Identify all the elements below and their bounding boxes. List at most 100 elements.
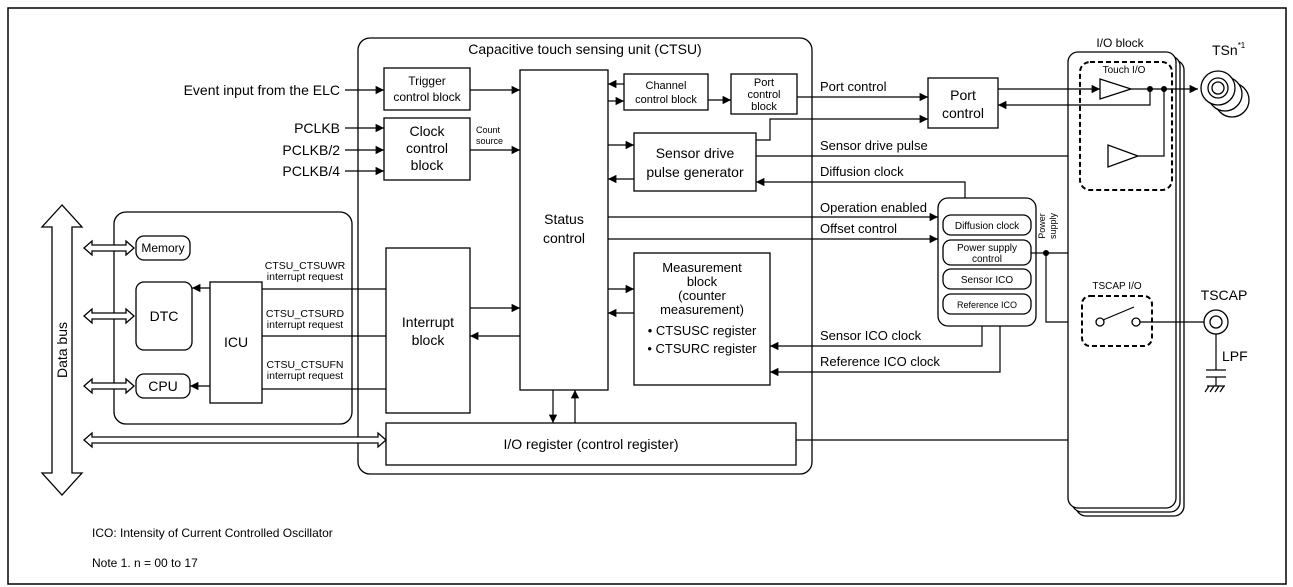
interrupt-request-fn: CTSU_CTSUFN interrupt request [262,359,386,390]
reference-ico-label: Reference ICO [957,300,1017,310]
power-supply-vertical-label-2: supply [1048,212,1058,239]
sdpg-label-1: Sensor drive [656,145,735,161]
junction-dot-1 [1147,86,1153,92]
interrupt-block: Interrupt block [385,247,471,414]
tscap-io-label: TSCAP I/O [1092,281,1141,292]
interrupt-request-rd: CTSU_CTSURD interrupt request [262,308,386,337]
diffusion-clock-signal-label: Diffusion clock [820,164,904,179]
touch-io: Touch I/O [1079,61,1173,191]
ctsurd-label: CTSU_CTSURD [266,308,345,320]
trigger-control-block: Trigger control block [383,67,471,111]
dtc-block: DTC [135,281,193,351]
io-register-block: I/O register (control register) [385,422,797,466]
pclkb-label: PCLKB [294,120,340,136]
data-bus-label: Data bus [54,322,70,378]
clock-label-1: Clock [409,123,445,139]
ico-definition-note: ICO: Intensity of Current Controlled Osc… [92,526,333,540]
status-label-1: Status [544,211,584,227]
clock-control-block: Clock control block [383,117,471,181]
memory-label: Memory [141,241,184,255]
io-block-title: I/O block [1096,36,1144,50]
diffusion-clock-box-label: Diffusion clock [955,221,1020,232]
switch-arm-icon [1102,306,1135,321]
bus-cpu-double-arrow [83,377,135,395]
ctsufn-label: CTSU_CTSUFN [266,359,343,371]
ctsurc-register-label: • CTSURC register [647,341,757,356]
port-small-label-3: block [751,101,777,113]
data-bus: Data bus [40,204,84,496]
ctsu-title: Capacitive touch sensing unit (CTSU) [468,41,701,57]
interrupt-label-1: Interrupt [402,314,454,330]
bus-ioreg-double-arrow [83,431,387,449]
ctsuwr-desc: interrupt request [267,271,344,283]
power-oscillator-block: Diffusion clock Power supply control Sen… [937,197,1037,327]
switch-contact-left [1095,317,1105,327]
measurement-label-2: block [687,274,718,289]
port-small-label-2: control [747,89,780,101]
channel-label-2: control block [635,94,697,106]
diffusion-clock-arrow [756,177,966,198]
interrupt-label-2: block [412,332,446,348]
trigger-label-2: control block [393,90,461,104]
pclkb2-label: PCLKB/2 [282,142,340,158]
ctsufn-desc: interrupt request [267,370,344,382]
bus-dtc-double-arrow [83,307,135,325]
power-supply-control-label-1: Power supply [957,243,1017,254]
count-source-label-2: source [476,136,503,146]
switch-contact-right [1131,317,1141,327]
port-control-block: Port control [927,77,999,129]
measurement-block: Measurement block (counter measurement) … [633,252,771,386]
measurement-label-3: (counter [678,288,726,303]
interrupt-request-wr: CTSU_CTSUWR interrupt request [262,260,386,290]
measurement-label-4: measurement) [660,302,744,317]
sensor-drive-pulse-label: Sensor drive pulse [820,138,928,153]
port-control-block-small: Port control block [730,73,798,115]
drive-buffer-icon [1107,144,1140,168]
tscap-label: TSCAP [1201,287,1248,303]
ctsuwr-label: CTSU_CTSUWR [265,260,346,272]
icu-block: ICU [209,281,263,404]
port-small-label-1: Port [754,77,774,89]
trigger-label-1: Trigger [408,74,446,88]
ctsurd-desc: interrupt request [267,319,344,331]
reference-ico-clock-arrow [770,326,1001,377]
cpu-block: CPU [135,373,191,399]
drive-buffer-output-wire [1138,89,1165,157]
measurement-label-1: Measurement [662,260,742,275]
sensor-ico-clock-label: Sensor ICO clock [820,328,922,343]
port-label-1: Port [950,87,976,103]
tsn-label: TSn*1 [1212,41,1246,58]
status-label-2: control [543,230,585,246]
io-register-label: I/O register (control register) [503,436,678,452]
offset-control-label: Offset control [820,221,897,236]
figure-frame [7,7,1287,585]
memory-block: Memory [135,235,191,261]
ctsusc-register-label: • CTSUSC register [648,323,757,338]
tscap-pin-icon [1203,309,1229,335]
tsn-pin-icon [1200,70,1250,118]
tsn-note-superscript: *1 [1238,41,1246,50]
cpu-label: CPU [148,378,178,394]
clock-label-3: block [411,157,445,173]
pclkb4-label: PCLKB/4 [282,163,340,179]
touch-io-label: Touch I/O [1103,65,1146,76]
channel-control-block: Channel control block [623,73,709,111]
count-source-label-1: Count [476,125,501,135]
power-supply-control-label-2: control [972,254,1002,265]
bus-memory-double-arrow [83,239,135,257]
operation-enabled-label: Operation enabled [820,200,927,215]
sensor-ico-clock-arrow [770,326,983,351]
power-supply-vertical-label-1: Power [1037,213,1047,239]
sdpg-label-2: pulse generator [646,164,744,180]
lpf-capacitor-icon [1204,334,1226,393]
sensor-ico-label: Sensor ICO [961,275,1013,286]
pin-range-note: Note 1. n = 00 to 17 [92,556,198,570]
sdpg-to-port-arrow [756,114,928,141]
port-label-2: control [942,105,984,121]
reference-ico-clock-label: Reference ICO clock [820,354,940,369]
clock-label-2: control [406,140,448,156]
sensor-ico-box [942,268,1032,290]
port-control-signal-label: Port control [820,79,887,94]
clock-inputs: Event input from the ELC PCLKB PCLKB/2 P… [184,82,384,179]
